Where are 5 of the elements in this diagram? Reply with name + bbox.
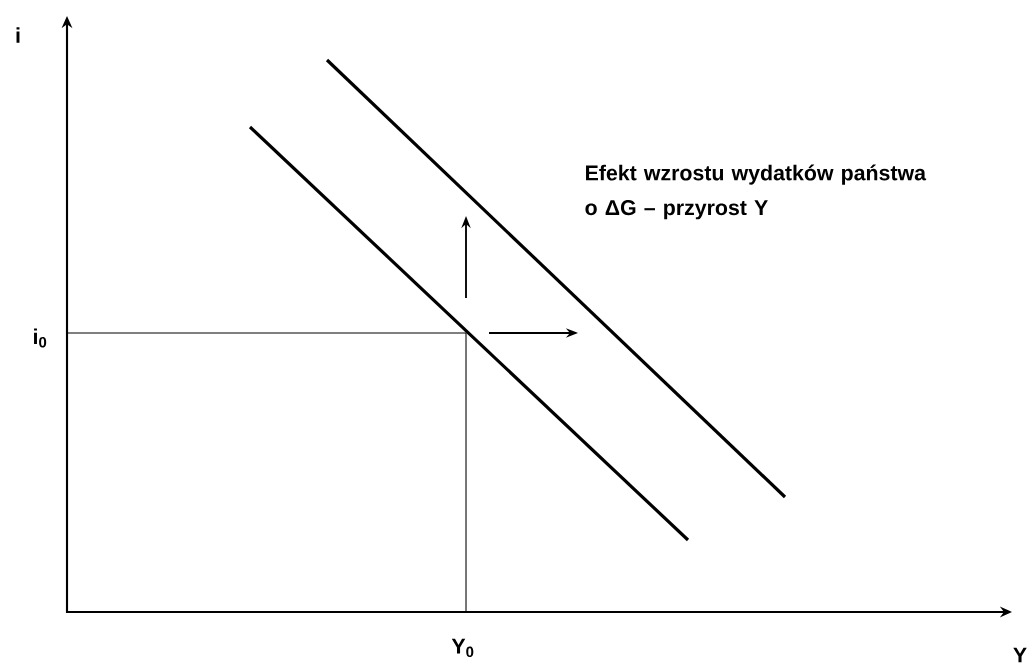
annotation-text: Efekt wzrostu wydatków państwa o ΔG – przyrost Y [585, 164, 927, 220]
axis-label: Y$_{0}$ [451, 638, 474, 658]
axis-label: i [16, 27, 20, 43]
axis-label: Y [1013, 647, 1027, 663]
axis-label: i$_{0}$ [34, 328, 47, 348]
